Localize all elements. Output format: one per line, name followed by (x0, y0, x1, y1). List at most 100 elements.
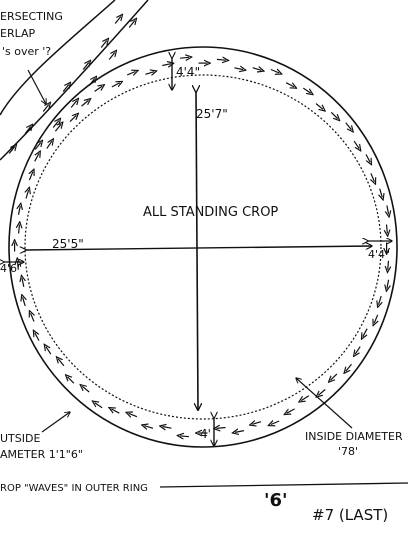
arrow-icon (68, 377, 75, 384)
arrow-icon (70, 101, 77, 108)
arrow-icon (318, 389, 326, 396)
arrow-icon (363, 328, 368, 337)
arrow-icon (301, 395, 310, 401)
arrow-icon (29, 172, 33, 181)
arrow-icon (34, 153, 39, 162)
arrow-icon (34, 143, 41, 150)
horizontal-diameter-line (26, 246, 372, 250)
left-ring-width-label: 4'6" (0, 262, 22, 275)
arrow-icon (58, 359, 65, 367)
arrow-icon (23, 297, 26, 307)
overlap-label-line1: ERSECTING (0, 10, 63, 23)
arrow-icon (52, 121, 59, 128)
arrow-icon (8, 147, 15, 154)
arrow-icon (81, 100, 89, 107)
arrow-icon (330, 111, 337, 118)
vertical-diameter-label: 25'7" (196, 107, 228, 121)
arrow-icon (126, 72, 135, 75)
arrow-icon (82, 63, 89, 70)
arrow-icon (19, 225, 20, 234)
arrow-icon (252, 422, 262, 425)
outside-diameter-leader-line (41, 412, 70, 433)
arrow-icon (144, 426, 154, 429)
arrow-icon (234, 68, 243, 70)
arrow-icon (162, 64, 171, 66)
arrow-icon (355, 346, 361, 355)
arrow-icon (46, 141, 52, 149)
footer-rule (159, 482, 408, 488)
arrow-icon (365, 154, 370, 162)
outer-ring-boundary (8, 46, 398, 448)
arrow-icon (287, 408, 295, 413)
overlap-label-line3: 's over '? (2, 45, 51, 58)
top-ring-width-label: 4'4" (176, 65, 200, 79)
arrow-icon (271, 421, 280, 425)
arrow-icon (128, 21, 135, 28)
arrow-icon (388, 260, 389, 270)
arrow-icon (374, 314, 378, 323)
arrow-icon (82, 386, 90, 393)
arrow-icon (62, 85, 69, 92)
inside-diameter-leader-line (296, 378, 353, 429)
outside-diameter-line2: AMETER 1'1"6" (0, 448, 83, 461)
arrow-icon (54, 124, 61, 132)
arrow-icon (216, 59, 226, 60)
arrow-icon (114, 17, 121, 24)
overlap-arc-inner (0, 0, 149, 161)
arrow-icon (387, 205, 389, 215)
arrow-icon (217, 428, 226, 429)
horizontal-diameter-label: 25'5" (52, 237, 84, 251)
arrow-icon (380, 188, 383, 198)
arrow-icon (346, 363, 352, 371)
arrow-icon (315, 103, 323, 110)
arrow-icon (180, 57, 189, 58)
overlap-label-line2: ERLAP (0, 27, 35, 40)
center-note-label: ALL STANDING CROP (143, 205, 278, 220)
arrow-icon (302, 87, 310, 93)
bottom-ring-width-label: 4' (200, 427, 211, 441)
arrow-icon (270, 70, 279, 74)
overlap-arrow-marks (8, 17, 135, 154)
outside-diameter-line1: UTSIDE (0, 432, 40, 445)
ring-arrow-marks (15, 57, 389, 436)
arrow-icon (371, 173, 375, 181)
arrow-icon (353, 140, 359, 149)
arrow-icon (88, 79, 95, 86)
inside-diameter-line2: '78' (338, 445, 358, 458)
inside-diameter-line1: INSIDE DIAMETER (305, 430, 403, 443)
arrow-icon (22, 278, 24, 288)
arrow-icon (331, 373, 338, 380)
right-ring-width-label: 4'4" (368, 248, 390, 261)
arrow-icon (24, 127, 31, 134)
arrow-icon (35, 333, 40, 341)
arrow-icon (19, 206, 21, 215)
letter-tag-label: '6' (264, 490, 288, 511)
arrow-icon (95, 403, 103, 409)
arrow-icon (129, 413, 138, 416)
overlap-arc-outer (0, 0, 116, 116)
arrow-icon (42, 105, 49, 112)
arrow-icon (108, 53, 115, 60)
arrow-icon (180, 436, 190, 437)
vertical-diameter-line (196, 92, 198, 410)
arrow-icon (285, 82, 294, 87)
arrow-icon (94, 86, 103, 92)
arrow-icon (379, 295, 382, 305)
arrow-icon (100, 41, 107, 48)
arrow-icon (111, 409, 120, 414)
arrow-icon (387, 224, 388, 234)
footer-note-label: ROP "WAVES" IN OUTER RING (0, 483, 148, 494)
arrow-icon (26, 190, 29, 199)
arrow-icon (345, 122, 352, 130)
arrow-icon (163, 427, 172, 429)
overlap-leader-line (27, 69, 46, 104)
arrow-icon (111, 83, 120, 88)
arrow-icon (46, 347, 52, 355)
arrow-icon (145, 72, 154, 75)
arrow-icon (387, 279, 389, 289)
figure-number-label: #7 (LAST) (312, 506, 388, 524)
arrow-icon (31, 313, 35, 322)
arrow-icon (69, 115, 76, 123)
arrow-icon (252, 68, 262, 71)
